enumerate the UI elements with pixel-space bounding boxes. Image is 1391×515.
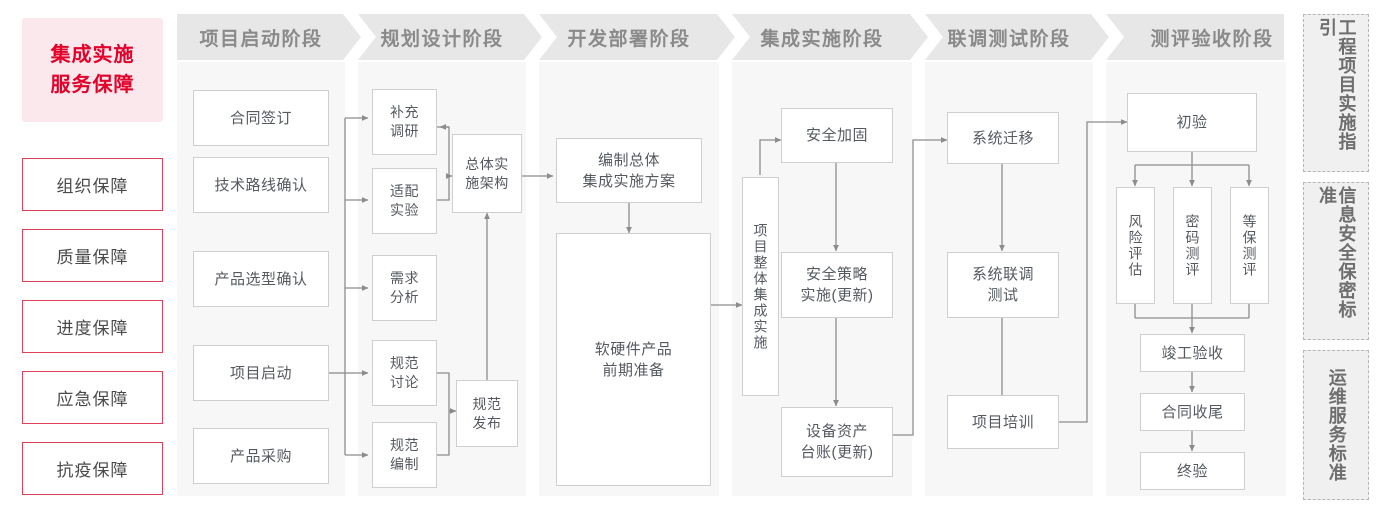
node-label: 终验 [1176, 462, 1208, 480]
node-label: 风险评估 [1127, 213, 1144, 278]
node-label: 规范讨论 [390, 355, 419, 390]
guarantee-item-label: 组织保障 [56, 177, 129, 196]
rail-label: 运维服务标准 [1326, 368, 1347, 482]
node-spec-discussion[interactable]: 规范讨论 [372, 340, 437, 406]
node-contract-signing[interactable]: 合同签订 [193, 90, 329, 146]
node-label: 总体实施架构 [465, 155, 509, 191]
stage-header-6[interactable]: 测评验收阶段 [1106, 14, 1302, 60]
guarantee-item-label: 抗疫保障 [56, 461, 129, 480]
stage-header-1[interactable]: 项目启动阶段 [177, 14, 361, 60]
standard-rail-engineering-guideline[interactable]: 工程项目实施指引 [1303, 14, 1369, 172]
node-project-training[interactable]: 项目培训 [947, 395, 1059, 449]
chevron-shape-icon [732, 14, 928, 60]
rail-label: 工程项目实施指引 [1317, 18, 1357, 151]
node-label: 产品采购 [229, 447, 292, 465]
stage-label: 项目启动阶段 [199, 28, 323, 50]
chevron-shape-icon [177, 14, 361, 60]
node-product-selection-confirm[interactable]: 产品选型确认 [193, 251, 329, 307]
guarantee-item-label: 进度保障 [56, 319, 129, 338]
node-label: 竣工验收 [1161, 344, 1224, 362]
node-label: 软硬件产品前期准备 [594, 340, 673, 379]
node-label: 项目启动 [229, 364, 292, 382]
guarantee-item-2[interactable]: 质量保障 [22, 229, 163, 282]
node-label: 需求分析 [390, 270, 419, 305]
node-label: 技术路线确认 [214, 176, 308, 194]
stage-label: 规划设计阶段 [380, 28, 504, 50]
node-product-procurement[interactable]: 产品采购 [193, 428, 329, 484]
node-label: 初验 [1176, 114, 1208, 131]
node-label: 安全策略实施(更新) [800, 266, 874, 304]
node-system-joint-test[interactable]: 系统联调测试 [947, 252, 1059, 318]
node-hw-sw-preparation[interactable]: 软硬件产品前期准备 [556, 233, 711, 486]
rail-label: 信息安全保密标准 [1317, 186, 1357, 319]
node-label: 密码测评 [1184, 213, 1201, 278]
node-mlps-evaluation[interactable]: 等保测评 [1230, 187, 1269, 304]
node-system-migration[interactable]: 系统迁移 [947, 112, 1059, 164]
node-requirements-analysis[interactable]: 需求分析 [372, 255, 437, 321]
node-label: 系统联调测试 [971, 266, 1034, 304]
standard-rail-ops-service-standard[interactable]: 运维服务标准 [1303, 350, 1369, 500]
guarantee-item-4[interactable]: 应急保障 [22, 371, 163, 424]
node-overall-project-integration[interactable]: 项目整体集成实施 [742, 177, 779, 396]
node-label: 补充调研 [390, 104, 419, 139]
stage-label: 开发部署阶段 [567, 28, 691, 50]
stage-header-4[interactable]: 集成实施阶段 [732, 14, 928, 60]
node-security-policy-update[interactable]: 安全策略实施(更新) [781, 252, 893, 318]
node-completion-acceptance[interactable]: 竣工验收 [1140, 334, 1245, 372]
node-spec-drafting[interactable]: 规范编制 [372, 422, 437, 488]
node-label: 编制总体集成实施方案 [582, 151, 676, 190]
node-tech-route-confirm[interactable]: 技术路线确认 [193, 157, 329, 213]
node-label: 等保测评 [1241, 213, 1258, 278]
node-label: 合同收尾 [1161, 403, 1224, 421]
stage-header-3[interactable]: 开发部署阶段 [539, 14, 735, 60]
chevron-shape-icon [358, 14, 542, 60]
diagram-title-card: 集成实施服务保障 [22, 18, 163, 122]
chevron-shape-icon [925, 14, 1109, 60]
node-overall-implementation-architecture[interactable]: 总体实施架构 [452, 134, 522, 213]
diagram-title: 集成实施服务保障 [50, 44, 135, 96]
node-supplementary-research[interactable]: 补充调研 [372, 89, 437, 155]
stage-header-2[interactable]: 规划设计阶段 [358, 14, 542, 60]
node-label: 规范编制 [390, 437, 419, 472]
node-adaptation-experiment[interactable]: 适配实验 [372, 168, 437, 234]
node-label: 适配实验 [390, 183, 419, 218]
stage-label: 集成实施阶段 [760, 28, 884, 50]
node-overall-integration-plan[interactable]: 编制总体集成实施方案 [556, 138, 702, 203]
standard-rail-infosec-standard[interactable]: 信息安全保密标准 [1303, 182, 1369, 340]
node-label: 设备资产台账(更新) [800, 423, 874, 461]
node-crypto-evaluation[interactable]: 密码测评 [1173, 187, 1212, 304]
chevron-shape-icon [539, 14, 735, 60]
chevron-shape-icon [1106, 14, 1284, 60]
node-final-acceptance[interactable]: 终验 [1140, 452, 1245, 490]
guarantee-item-1[interactable]: 组织保障 [22, 158, 163, 211]
guarantee-item-label: 质量保障 [56, 248, 129, 267]
node-label: 系统迁移 [971, 129, 1034, 147]
node-label: 项目整体集成实施 [752, 222, 769, 351]
node-label: 合同签订 [229, 109, 292, 127]
node-risk-assessment[interactable]: 风险评估 [1116, 187, 1155, 304]
guarantee-item-3[interactable]: 进度保障 [22, 300, 163, 353]
guarantee-item-5[interactable]: 抗疫保障 [22, 442, 163, 495]
node-label: 规范发布 [472, 395, 502, 431]
stage-label: 联调测试阶段 [947, 28, 1071, 50]
stage-label: 测评验收阶段 [1150, 28, 1274, 50]
node-contract-closure[interactable]: 合同收尾 [1140, 393, 1245, 431]
node-asset-ledger-update[interactable]: 设备资产台账(更新) [781, 407, 893, 477]
guarantee-item-label: 应急保障 [56, 390, 129, 409]
node-preliminary-acceptance[interactable]: 初验 [1127, 93, 1257, 152]
node-label: 安全加固 [805, 127, 868, 144]
node-spec-release[interactable]: 规范发布 [456, 380, 518, 447]
stage-header-5[interactable]: 联调测试阶段 [925, 14, 1109, 60]
node-security-hardening[interactable]: 安全加固 [781, 108, 893, 163]
node-label: 产品选型确认 [214, 270, 308, 288]
node-project-kickoff[interactable]: 项目启动 [193, 345, 329, 401]
node-label: 项目培训 [971, 413, 1034, 431]
